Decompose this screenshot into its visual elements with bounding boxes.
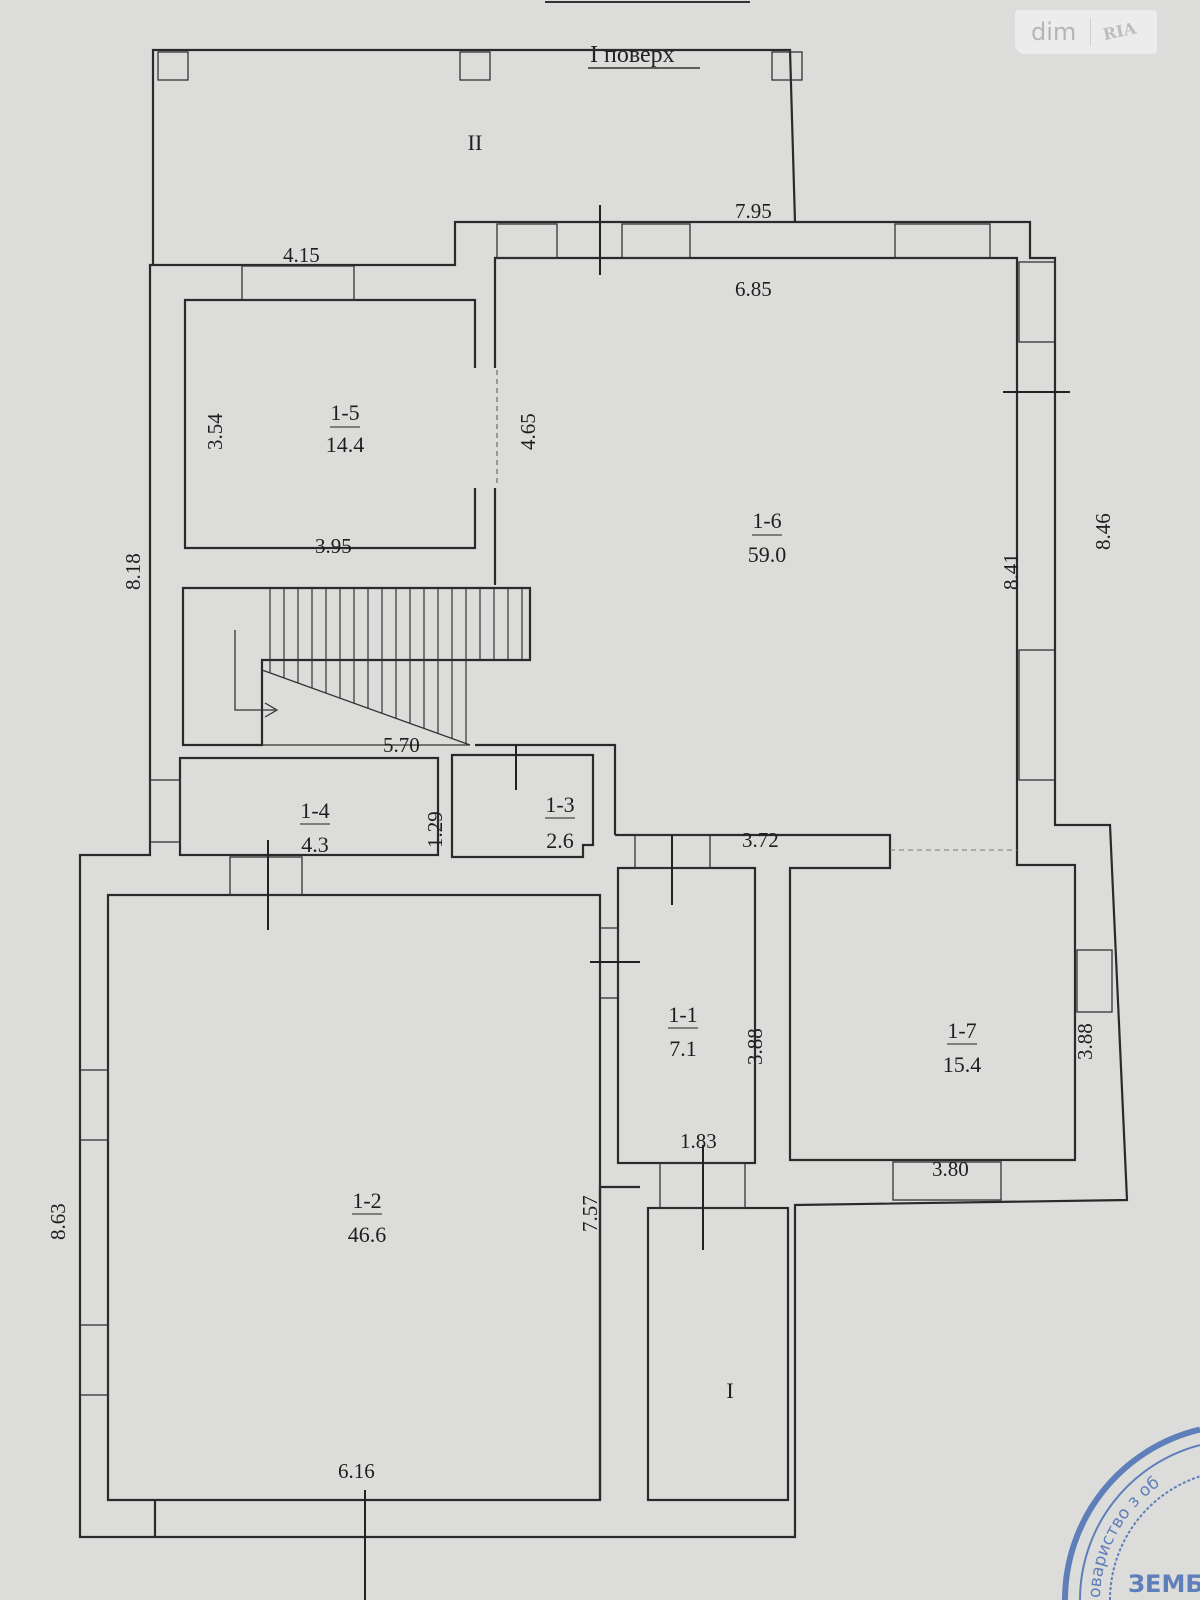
svg-text:46.6: 46.6 <box>348 1222 387 1247</box>
stamp-center-text: ЗЕМБУД <box>1128 1570 1200 1598</box>
room-label-1-2: 1-2 46.6 <box>348 1188 387 1247</box>
svg-text:4.3: 4.3 <box>301 832 329 857</box>
room-1-6-walls <box>493 256 1077 1162</box>
room-label-1-3: 1-32.6 <box>545 792 575 853</box>
dimension-label: 4.65 <box>516 413 540 450</box>
stair-arrow-head <box>264 702 279 718</box>
window <box>1018 261 1056 343</box>
dimension-label: 1.29 <box>423 811 447 848</box>
door-ticks <box>267 205 1070 1600</box>
svg-text:59.0: 59.0 <box>748 542 787 567</box>
dimension-label: 6.85 <box>735 277 772 301</box>
window <box>149 779 181 843</box>
zone-label-porch: I <box>726 1378 733 1403</box>
dimension-label: 6.16 <box>338 1459 375 1483</box>
stair-landing <box>261 669 471 746</box>
outer-wall <box>78 220 1129 1539</box>
dimension-label: 8.63 <box>46 1203 70 1240</box>
dimension-label: 7.57 <box>578 1195 602 1232</box>
dimension-label: 4.15 <box>283 243 320 267</box>
stairs-outline <box>181 586 532 747</box>
dimension-label: 3.54 <box>203 413 227 450</box>
porch-walls <box>646 1206 790 1502</box>
dimension-label: 8.18 <box>121 553 145 590</box>
room-label-1-4: 1-44.3 <box>300 798 330 857</box>
window <box>241 265 355 301</box>
svg-text:1-4: 1-4 <box>300 798 329 823</box>
dimension-label: 3.72 <box>742 828 779 852</box>
svg-text:2.6: 2.6 <box>546 828 574 853</box>
room-1-3-walls <box>450 753 595 859</box>
floor-title: I поверх <box>590 42 675 68</box>
window <box>894 223 991 259</box>
svg-text:14.4: 14.4 <box>326 432 365 457</box>
windows <box>79 223 1113 1396</box>
company-stamp: овариство з об ЗЕМБУД <box>1062 1426 1200 1600</box>
door-opening <box>229 856 303 896</box>
room-1-5-walls <box>183 298 477 550</box>
dimension-label: 5.70 <box>383 733 420 757</box>
dimension-label: 3.95 <box>315 534 352 558</box>
window <box>496 223 558 259</box>
window <box>1018 649 1056 781</box>
room-label-1-5: 1-5 14.4 <box>326 400 365 457</box>
svg-text:1-3: 1-3 <box>545 792 574 817</box>
window <box>1076 949 1113 1013</box>
wall-segment <box>598 1185 640 1500</box>
stair-arrow <box>234 630 275 711</box>
stair-treads <box>269 588 523 744</box>
dimension-label: 3.88 <box>743 1028 767 1065</box>
window <box>79 1069 109 1141</box>
dimension-label: 7.95 <box>735 199 772 223</box>
stamp-middle-ring <box>1079 1444 1200 1600</box>
svg-text:1-1: 1-1 <box>668 1002 697 1027</box>
window <box>892 1161 1002 1201</box>
watermark-ria: RIA <box>1101 18 1138 44</box>
terrace-post <box>459 51 491 81</box>
window <box>621 223 691 259</box>
stamp-inner-ring <box>1109 1475 1200 1600</box>
dimension-label: 8.41 <box>999 553 1023 590</box>
svg-text:1-7: 1-7 <box>947 1018 976 1043</box>
svg-text:1-5: 1-5 <box>330 400 359 425</box>
svg-text:15.4: 15.4 <box>943 1052 982 1077</box>
window <box>79 1324 109 1396</box>
terrace-post <box>771 51 803 81</box>
room-label-1-6: 1-6 59.0 <box>748 508 787 567</box>
dimension-label: 8.46 <box>1091 513 1115 550</box>
dimension-label: 3.80 <box>932 1157 969 1181</box>
room-label-1-7: 1-7 15.4 <box>943 1018 982 1077</box>
terrace-post <box>157 51 189 81</box>
svg-text:7.1: 7.1 <box>669 1036 697 1061</box>
wall-segment <box>475 743 617 835</box>
room-label-1-1: 1-17.1 <box>668 1002 698 1061</box>
stamp-outer-ring <box>1062 1426 1200 1600</box>
svg-text:1-6: 1-6 <box>752 508 781 533</box>
svg-text:1-2: 1-2 <box>352 1188 381 1213</box>
dimension-label: 3.88 <box>1073 1023 1097 1060</box>
zone-label-terrace: II <box>468 130 483 155</box>
dimria-watermark: dim RIA <box>1015 10 1157 54</box>
dimension-label: 1.83 <box>680 1129 717 1153</box>
terrace-outline <box>151 48 797 265</box>
watermark-dim: dim <box>1015 18 1092 46</box>
